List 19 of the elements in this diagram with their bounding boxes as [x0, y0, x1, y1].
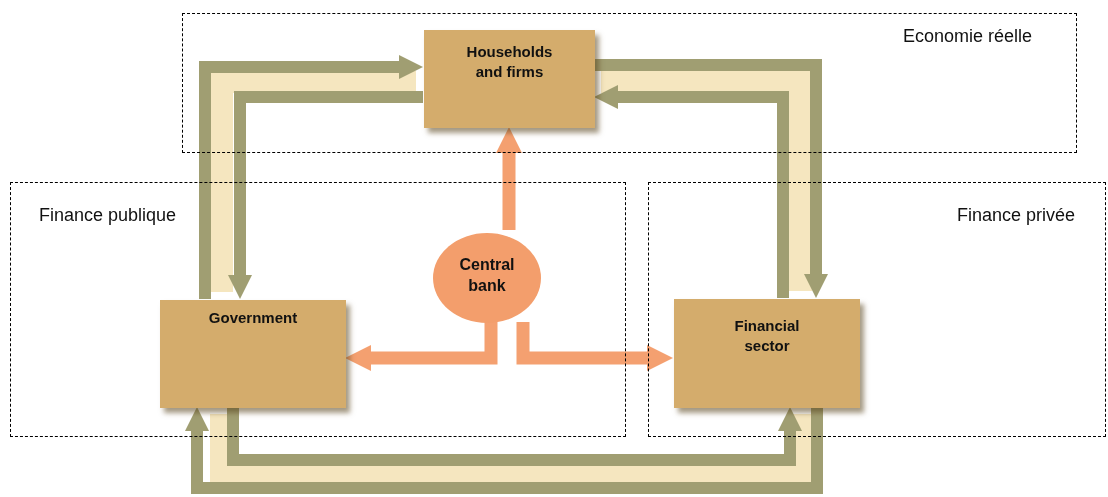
node-label: Financial sector	[733, 316, 801, 357]
region-frame	[648, 182, 1106, 437]
flow-arrow	[228, 91, 423, 299]
node-label: Households and firms	[465, 42, 554, 83]
central-bank-ellipse	[433, 233, 541, 323]
flow-arrow	[594, 85, 789, 298]
region-frame	[182, 13, 1077, 153]
flow-arrow	[199, 55, 423, 299]
region-frame	[10, 182, 626, 437]
flow-arrow	[185, 407, 823, 494]
node-label: Government	[207, 308, 299, 328]
node-label: Central bank	[458, 255, 516, 296]
process-box	[424, 30, 595, 128]
flow-arrow	[227, 407, 802, 466]
process-box	[160, 300, 346, 408]
flow-arrow	[594, 59, 828, 298]
flow-arrow	[345, 322, 498, 371]
flow-arrow	[496, 127, 522, 230]
process-box	[674, 299, 860, 408]
